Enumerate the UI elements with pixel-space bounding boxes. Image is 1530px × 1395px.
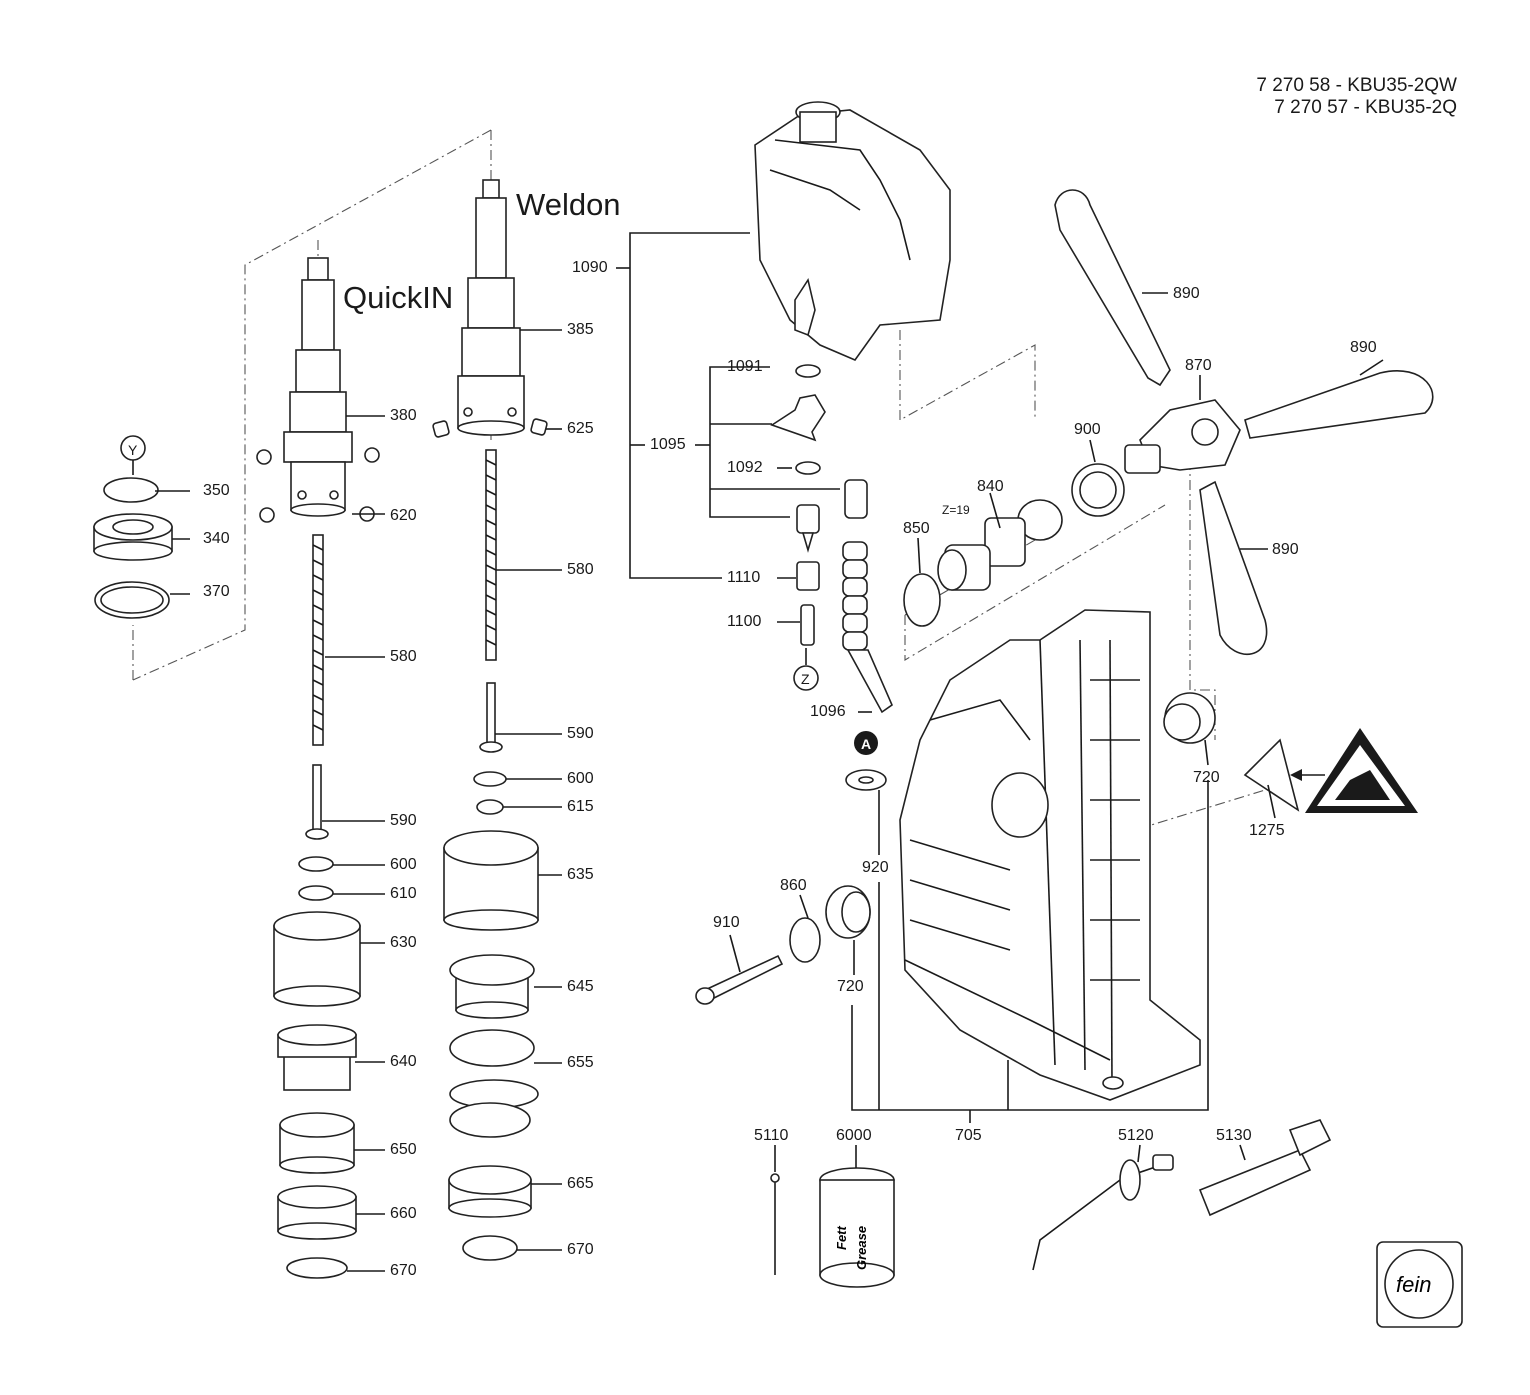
handle-upper (1054, 189, 1171, 387)
weldon-pin (479, 682, 503, 753)
part-label: 370 (203, 583, 230, 600)
callout-z: Z (801, 671, 810, 687)
bolt-910 (695, 954, 784, 1005)
pinion-gear-assembly (903, 463, 1125, 627)
part-label: 890 (1272, 541, 1299, 558)
part-label: 1090 (572, 259, 608, 276)
part-label: 890 (1173, 285, 1200, 302)
grease-label-grease: Grease (854, 1226, 869, 1270)
gear-teeth-label: Z=19 (942, 503, 970, 517)
callout-a-marker (845, 731, 887, 791)
part-label: 670 (567, 1241, 594, 1258)
grease-label-fett: Fett (834, 1226, 849, 1251)
callout-y: Y (128, 442, 138, 458)
part-label: 600 (390, 856, 417, 873)
quickin-spring (312, 534, 324, 746)
part-label: 720 (837, 978, 864, 995)
model-number-line-2: 7 270 57 - KBU35-2Q (1274, 97, 1457, 118)
variant-label-weldon: Weldon (516, 187, 621, 222)
coolant-hose (842, 541, 893, 714)
ejector-pin-5110 (770, 1173, 780, 1275)
part-label: 625 (567, 420, 594, 437)
logo-text: fein (1396, 1272, 1431, 1297)
part-label: 615 (567, 798, 594, 815)
centering-pin-5120 (1032, 1154, 1174, 1271)
part-label: 860 (780, 877, 807, 894)
leader-lines (155, 232, 1384, 1272)
part-label: 1092 (727, 459, 763, 476)
callout-y-marker (120, 435, 146, 475)
quickin-balls (256, 447, 380, 523)
weldon-spindle (457, 179, 525, 436)
part-label: 1091 (727, 358, 763, 375)
part-label: 720 (1193, 769, 1220, 786)
part-label: 600 (567, 770, 594, 787)
part-label: 660 (390, 1205, 417, 1222)
part-label: 900 (1074, 421, 1101, 438)
part-label: 6000 (836, 1127, 872, 1144)
coolant-tank (754, 101, 951, 361)
variant-label-quickin: QuickIN (343, 280, 454, 315)
part-label: 890 (1350, 339, 1377, 356)
quickin-pin (305, 764, 329, 840)
part-label: 910 (713, 914, 740, 931)
valve-assembly (770, 364, 868, 691)
part-label: 630 (390, 934, 417, 951)
part-label: 850 (903, 520, 930, 537)
part-label: 340 (203, 530, 230, 547)
part-label: 380 (390, 407, 417, 424)
quickin-rings-bearings (273, 856, 361, 1279)
part-label: 840 (977, 478, 1004, 495)
quickin-spindle (283, 257, 353, 517)
lever-hub (1124, 399, 1241, 474)
part-label: 580 (390, 648, 417, 665)
flange-and-ring (789, 885, 871, 963)
handle-lower (1199, 480, 1268, 656)
part-label: 1275 (1249, 822, 1285, 839)
part-label: 645 (567, 978, 594, 995)
part-label: 1100 (727, 613, 762, 630)
side-cap (1163, 692, 1216, 744)
drill-stand-frame (899, 609, 1201, 1101)
leader-bracket-705 (851, 780, 1209, 1123)
part-label: 665 (567, 1175, 594, 1192)
weldon-spring (485, 449, 497, 661)
part-label: 650 (390, 1141, 417, 1158)
left-ring-stack (93, 477, 173, 619)
part-label: 385 (567, 321, 594, 338)
part-label: 350 (203, 482, 230, 499)
weldon-screws (432, 418, 548, 438)
fein-logo: fein (1376, 1241, 1463, 1328)
part-label: 655 (567, 1054, 594, 1071)
safety-strap-5130 (1198, 1119, 1332, 1217)
part-label: 5130 (1216, 1127, 1252, 1144)
part-label: 5120 (1118, 1127, 1154, 1144)
part-label: 620 (390, 507, 417, 524)
model-number-line-1: 7 270 58 - KBU35-2QW (1256, 75, 1457, 96)
part-label: 1095 (650, 436, 686, 453)
part-label: 920 (862, 859, 889, 876)
part-label: 590 (567, 725, 594, 742)
part-label: 870 (1185, 357, 1212, 374)
grease-can-6000: Fett Grease (819, 1167, 895, 1288)
part-label: 670 (390, 1262, 417, 1279)
part-label: 1110 (727, 569, 761, 586)
part-label: 580 (567, 561, 594, 578)
handle-right (1244, 370, 1434, 439)
part-label: 1096 (810, 703, 846, 720)
warning-triangle-icon (1243, 728, 1418, 813)
weldon-rings-bearings (443, 771, 539, 1261)
callout-a: A (861, 736, 872, 752)
part-label: 590 (390, 812, 417, 829)
part-label: 705 (955, 1127, 982, 1144)
part-label: 640 (390, 1053, 417, 1070)
part-label: 610 (390, 885, 417, 902)
part-label: 635 (567, 866, 594, 883)
part-label: 5110 (754, 1127, 789, 1144)
